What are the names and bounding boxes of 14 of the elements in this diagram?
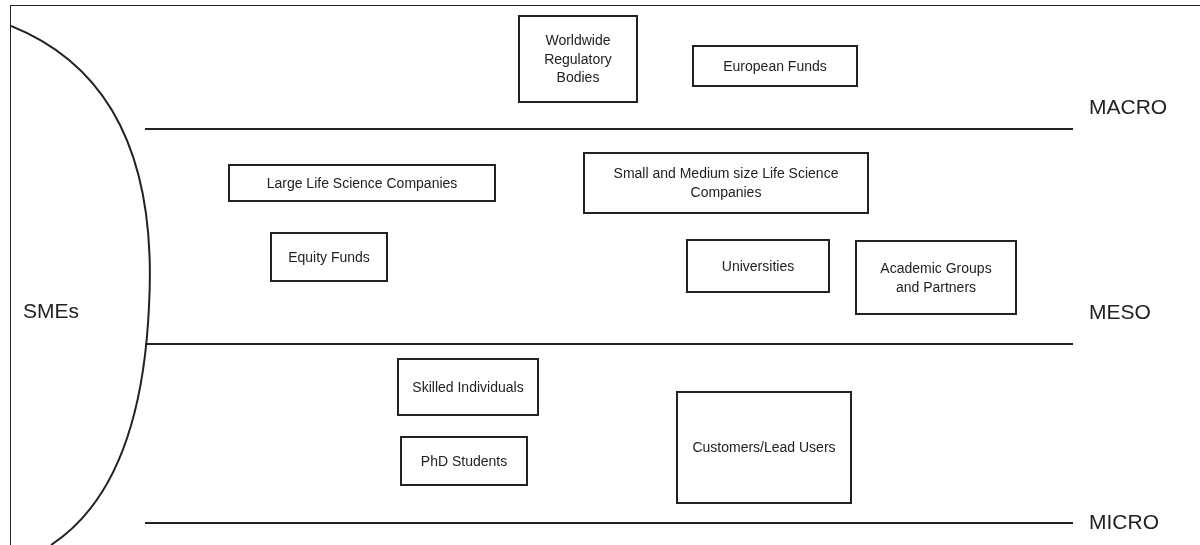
group-label: SMEs xyxy=(23,299,79,323)
actor-box: PhD Students xyxy=(400,436,528,486)
level-label: MESO xyxy=(1089,300,1151,324)
actor-box: Equity Funds xyxy=(270,232,388,282)
actor-box: European Funds xyxy=(692,45,858,87)
level-label: MACRO xyxy=(1089,95,1168,119)
level-label: MICRO xyxy=(1089,510,1159,534)
actor-box: Customers/Lead Users xyxy=(676,391,852,504)
actor-box: Skilled Individuals xyxy=(397,358,539,416)
actor-box: Small and Medium size Life Science Companies xyxy=(583,152,869,214)
actor-box: Academic Groups and Partners xyxy=(855,240,1017,315)
actor-box: Worldwide Regulatory Bodies xyxy=(518,15,638,103)
actor-box: Universities xyxy=(686,239,830,293)
actor-box: Large Life Science Companies xyxy=(228,164,496,202)
